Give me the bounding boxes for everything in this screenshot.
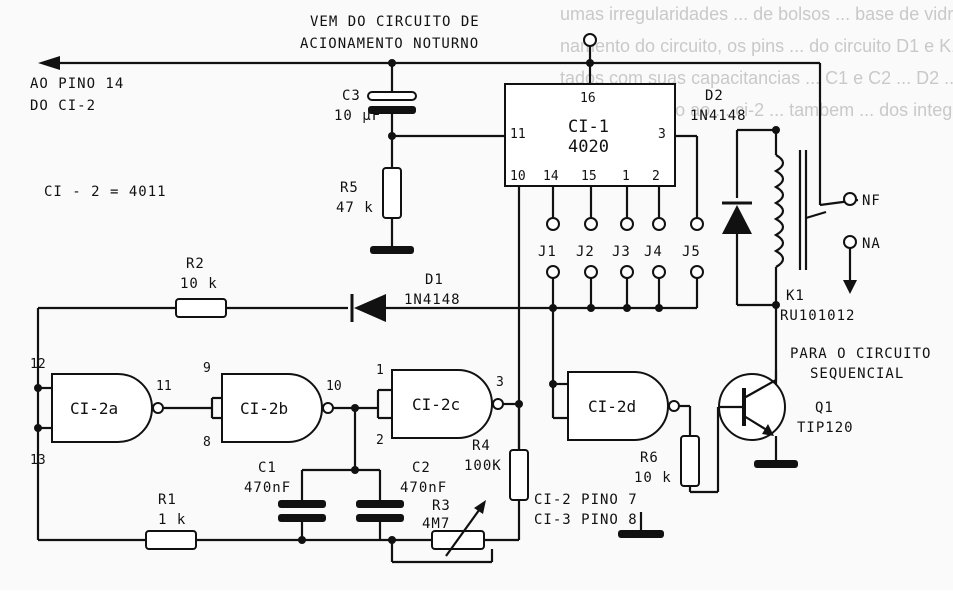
- r5-value: 47 k: [336, 200, 374, 216]
- ic-pin-2: 2: [652, 169, 660, 184]
- sequential-label: SEQUENCIAL: [810, 366, 904, 382]
- c2-name: C2: [412, 460, 431, 476]
- gate-pin: 13: [30, 453, 46, 468]
- diode-d2: [722, 126, 780, 309]
- ic-pin-10: 10: [510, 169, 526, 184]
- capacitor-c2: [356, 470, 404, 540]
- gate-pin: 1: [376, 363, 384, 378]
- r4-name: R4: [472, 438, 491, 454]
- q1-value: TIP120: [797, 420, 854, 436]
- ground-note-label: CI-3 PINO 8: [534, 512, 638, 528]
- sequential-label: PARA O CIRCUITO: [790, 346, 931, 362]
- c1-value: 470nF: [244, 480, 291, 496]
- r1-value: 1 k: [158, 512, 186, 528]
- ground-note-label: CI-2 PINO 7: [534, 492, 638, 508]
- r3-value: 4M7: [422, 516, 450, 532]
- r1-name: R1: [158, 492, 177, 508]
- ic-pin-3: 3: [658, 127, 666, 142]
- nand-gate-ci2c: [376, 369, 523, 439]
- gate-pin: 3: [496, 375, 504, 390]
- d2-value: 1N4148: [690, 108, 747, 124]
- r5-name: R5: [340, 180, 359, 196]
- ic-name: CI-1: [568, 117, 609, 137]
- ci2-type-label: CI - 2 = 4011: [44, 184, 167, 200]
- gate-pin: 10: [326, 379, 342, 394]
- jumper-array: [380, 134, 704, 312]
- gate-pin: 8: [203, 435, 211, 450]
- potentiometer-r3: [388, 500, 519, 564]
- k1-name: K1: [786, 288, 805, 304]
- c1-name: C1: [258, 460, 277, 476]
- ic-pin-15: 15: [581, 169, 597, 184]
- resistor-r2: [38, 298, 348, 318]
- d1-value: 1N4148: [404, 292, 461, 308]
- relay-nf-label: NF: [862, 193, 881, 209]
- ground-icon: [754, 460, 798, 468]
- ground-icon: [618, 530, 664, 538]
- jumper-label: J1: [538, 244, 557, 260]
- gate-label: CI-2b: [240, 399, 288, 418]
- k1-value: RU101012: [780, 308, 855, 324]
- nand-gate-ci2d: [549, 308, 700, 492]
- d1-name: D1: [425, 272, 444, 288]
- ic-pin-1: 1: [622, 169, 630, 184]
- jumper-label: J3: [612, 244, 631, 260]
- d2-name: D2: [705, 88, 724, 104]
- relay-na-label: NA: [862, 236, 881, 252]
- r4-value: 100K: [464, 458, 502, 474]
- c3-value: 10 µF: [334, 108, 381, 124]
- ic-pin-11: 11: [510, 127, 526, 142]
- gate-label: CI-2c: [412, 395, 460, 414]
- ground-note: [618, 512, 664, 538]
- jumper-label: J5: [682, 244, 701, 260]
- ic-pin-16: 16: [580, 91, 596, 106]
- pin14-label: AO PINO 14: [30, 76, 124, 92]
- nand-gate-ci2b: [210, 373, 378, 443]
- arrow-left-icon: [38, 56, 60, 70]
- gate-pin: 9: [203, 361, 211, 376]
- c3-name: C3: [342, 88, 361, 104]
- diode-d1: [350, 294, 386, 322]
- ground-icon: [370, 246, 414, 254]
- r2-name: R2: [186, 256, 205, 272]
- gate-pin: 2: [376, 433, 384, 448]
- gate-pin: 11: [156, 379, 172, 394]
- resistor-r1: [38, 530, 392, 550]
- gate-pin: 12: [30, 357, 46, 372]
- source-label: ACIONAMENTO NOTURNO: [300, 36, 479, 52]
- capacitor-c1: [278, 408, 380, 544]
- gate-label: CI-2d: [588, 397, 636, 416]
- jumper-label: J2: [576, 244, 595, 260]
- c2-value: 470nF: [400, 480, 447, 496]
- resistor-r5: [370, 167, 414, 254]
- arrow-down-icon: [843, 280, 857, 294]
- r6-value: 10 k: [634, 470, 672, 486]
- jumper-label: J4: [644, 244, 663, 260]
- capacitor-c3: [367, 63, 505, 168]
- supply-rail: [38, 33, 822, 205]
- r3-name: R3: [432, 498, 451, 514]
- r6-name: R6: [640, 450, 659, 466]
- pin14-label: DO CI-2: [30, 98, 96, 114]
- nand-gate-ci2a: [34, 308, 212, 540]
- q1-name: Q1: [815, 400, 834, 416]
- supply-input-terminal: [583, 33, 597, 47]
- ic-pin-14: 14: [543, 169, 559, 184]
- resistor-r4: [509, 404, 529, 540]
- transistor-q1: [690, 370, 798, 494]
- background-text-line: umas irregularidades ... de bolsos ... b…: [560, 4, 953, 24]
- gate-label: CI-2a: [70, 399, 118, 418]
- background-text-line: namento do circuito, os pins ... do circ…: [560, 36, 953, 56]
- source-label: VEM DO CIRCUITO DE: [310, 14, 480, 30]
- ic-type: 4020: [568, 137, 609, 157]
- r2-value: 10 k: [180, 276, 218, 292]
